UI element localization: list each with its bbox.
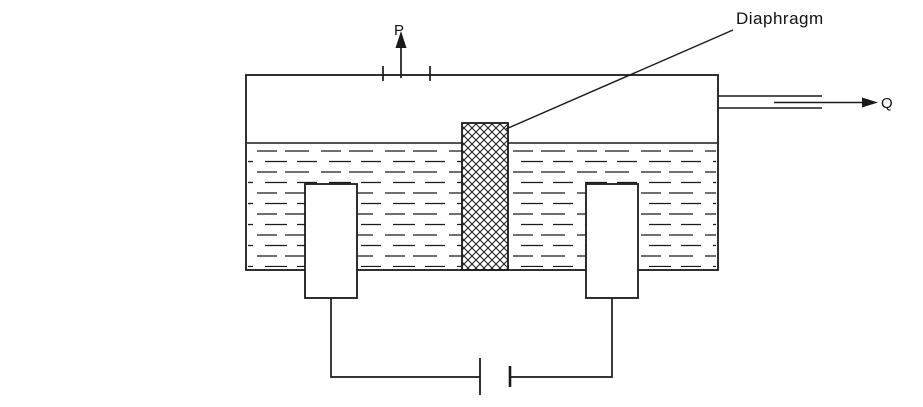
gas-outlet-q bbox=[718, 95, 878, 109]
gas-outlet-p bbox=[382, 31, 431, 81]
p-label: P bbox=[394, 22, 404, 39]
q-arrowhead-icon bbox=[862, 97, 878, 108]
left-electrode bbox=[304, 183, 358, 299]
diaphragm-label: Diaphragm bbox=[736, 9, 824, 28]
diaphragm-pointer-line bbox=[505, 29, 734, 130]
q-label: Q bbox=[881, 95, 893, 112]
left-electrode-wire bbox=[330, 298, 480, 378]
diaphragm-hatch bbox=[461, 122, 509, 271]
diagram-linework: P Q Diaphragm bbox=[245, 9, 893, 395]
right-electrode-wire bbox=[510, 298, 613, 378]
p-arrowhead-icon bbox=[395, 31, 407, 48]
circuit bbox=[330, 298, 613, 395]
diaphragm bbox=[461, 122, 509, 271]
right-electrode bbox=[585, 183, 639, 299]
